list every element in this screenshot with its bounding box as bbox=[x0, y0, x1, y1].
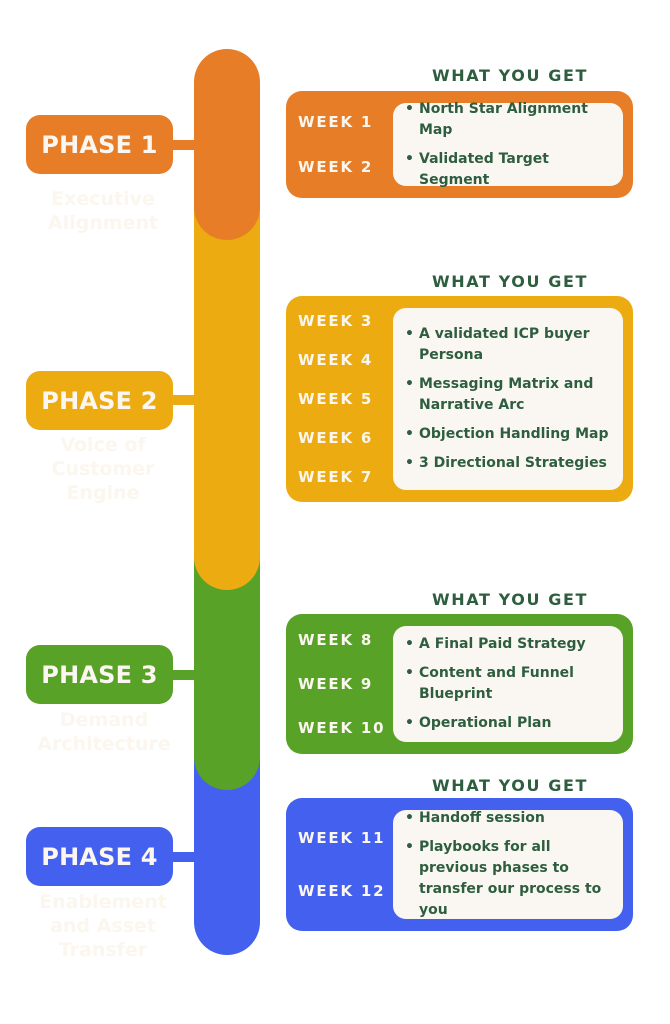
deliverable-item: • Objection Handling Map bbox=[405, 424, 613, 445]
bullet-icon: • bbox=[405, 326, 414, 342]
phase-4-what-you-get-heading: WHAT YOU GET bbox=[431, 776, 589, 795]
deliverable-text: Operational Plan bbox=[419, 715, 552, 731]
phase-1-label: PHASE 1 bbox=[26, 115, 173, 174]
phase-4-label: PHASE 4 bbox=[26, 827, 173, 886]
week-label: WEEK 6 bbox=[298, 428, 374, 447]
deliverables-list: • North Star Alignment Map • Validated Tar… bbox=[393, 101, 623, 188]
deliverables-list: • A validated ICP buyer Persona • Messagin… bbox=[393, 308, 623, 490]
deliverable-text: Objection Handling Map bbox=[419, 426, 609, 442]
bullet-icon: • bbox=[405, 100, 414, 117]
bullet-icon: • bbox=[405, 665, 414, 681]
bullet-icon: • bbox=[405, 839, 414, 855]
week-label: WEEK 11 bbox=[298, 829, 386, 848]
deliverable-text: North Star Alignment Map bbox=[419, 100, 588, 138]
deliverables-list: • A Final Paid Strategy • Content and Funn… bbox=[393, 626, 623, 742]
deliverable-item: • A validated ICP buyer Persona bbox=[405, 324, 613, 366]
week-label: WEEK 9 bbox=[298, 675, 374, 693]
deliverable-text: Messaging Matrix and Narrative Arc bbox=[419, 376, 594, 413]
week-label: WEEK 5 bbox=[298, 389, 374, 408]
timeline-segment-phase-2 bbox=[194, 205, 260, 590]
deliverable-text: A validated ICP buyer Persona bbox=[419, 326, 590, 363]
phase-1-connector bbox=[168, 140, 198, 150]
deliverable-item: • Handoff session bbox=[405, 808, 613, 829]
phase-1-card: WEEK 1 WEEK 2 • North Star Alignment Map … bbox=[286, 91, 633, 198]
phase-4-card: WEEK 11 WEEK 12 • Handoff session • Playbo… bbox=[286, 798, 633, 931]
timeline-segment-phase-1 bbox=[194, 49, 260, 240]
bullet-icon: • bbox=[405, 715, 414, 731]
deliverable-text: Playbooks for all previous phases to tra… bbox=[419, 839, 602, 918]
phase-2-label: PHASE 2 bbox=[26, 371, 173, 430]
deliverable-item: • Playbooks for all previous phases to tr… bbox=[405, 837, 613, 921]
phase-3-label: PHASE 3 bbox=[26, 645, 173, 704]
deliverable-text: Handoff session bbox=[419, 810, 545, 826]
phase-2-what-you-get-heading: WHAT YOU GET bbox=[431, 272, 589, 291]
deliverable-item: • 3 Directional Strategies bbox=[405, 453, 613, 474]
phase-3-connector bbox=[168, 670, 198, 680]
phase-3-what-you-get-heading: WHAT YOU GET bbox=[431, 590, 589, 609]
phase-1-what-you-get-heading: WHAT YOU GET bbox=[431, 66, 589, 85]
deliverable-text: A Final Paid Strategy bbox=[419, 636, 586, 652]
week-label: WEEK 10 bbox=[298, 719, 386, 737]
deliverables-list: • Handoff session • Playbooks for all prev… bbox=[393, 810, 623, 919]
phase-1-subtitle: Executive Alignment bbox=[47, 188, 159, 234]
phase-4-subtitle: Enablement and Asset Transfer bbox=[39, 891, 167, 961]
phase-4-connector bbox=[168, 852, 198, 862]
phase-2-card: WEEK 3 WEEK 4 WEEK 5 WEEK 6 WEEK 7 • A va… bbox=[286, 296, 633, 502]
deliverable-item: • North Star Alignment Map bbox=[405, 99, 613, 141]
deliverable-text: Content and Funnel Blueprint bbox=[419, 665, 574, 702]
week-label: WEEK 2 bbox=[298, 158, 374, 177]
phase-3-card: WEEK 8 WEEK 9 WEEK 10 • A Final Paid Stra… bbox=[286, 614, 633, 754]
week-label: WEEK 3 bbox=[298, 312, 374, 331]
bullet-icon: • bbox=[405, 376, 414, 392]
deliverable-text: Validated Target Segment bbox=[419, 150, 549, 188]
bullet-icon: • bbox=[405, 426, 414, 442]
bullet-icon: • bbox=[405, 150, 414, 167]
deliverable-item: • Content and Funnel Blueprint bbox=[405, 663, 613, 705]
week-label: WEEK 8 bbox=[298, 631, 374, 649]
week-label: WEEK 7 bbox=[298, 467, 374, 486]
deliverable-item: • Validated Target Segment bbox=[405, 149, 613, 191]
bullet-icon: • bbox=[405, 455, 414, 471]
week-label: WEEK 4 bbox=[298, 351, 374, 370]
timeline-segment-phase-3 bbox=[194, 555, 260, 790]
deliverable-item: • Operational Plan bbox=[405, 713, 613, 734]
bullet-icon: • bbox=[405, 636, 414, 652]
deliverable-text: 3 Directional Strategies bbox=[419, 455, 607, 471]
deliverable-item: • Messaging Matrix and Narrative Arc bbox=[405, 374, 613, 416]
deliverable-item: • A Final Paid Strategy bbox=[405, 634, 613, 655]
week-label: WEEK 1 bbox=[298, 112, 374, 131]
phase-3-subtitle: Demand Architecture bbox=[37, 709, 171, 755]
phase-2-subtitle: Voice of Customer Engine bbox=[51, 434, 155, 504]
bullet-icon: • bbox=[405, 810, 414, 826]
week-label: WEEK 12 bbox=[298, 881, 386, 900]
phase-2-connector bbox=[168, 395, 198, 405]
